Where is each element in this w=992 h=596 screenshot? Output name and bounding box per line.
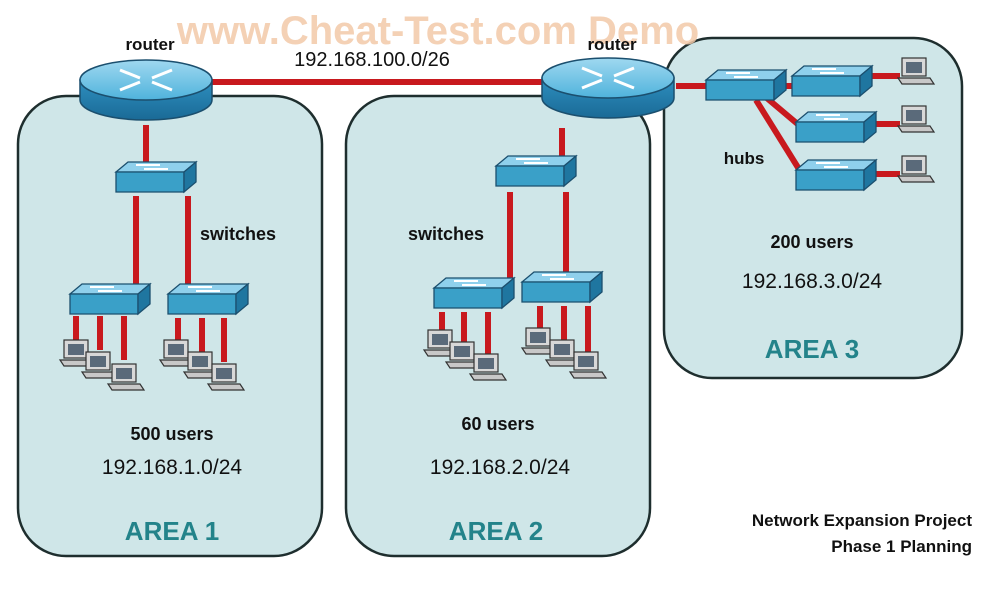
area1-title: AREA 1 bbox=[125, 516, 219, 546]
hub-icon bbox=[795, 111, 877, 143]
area2-box bbox=[344, 94, 652, 558]
switch-icon bbox=[167, 283, 249, 315]
area3-device-label: hubs bbox=[724, 149, 765, 168]
hub-icon bbox=[791, 65, 873, 97]
router-icon bbox=[78, 58, 214, 122]
router-label: router bbox=[587, 35, 637, 54]
hub-icon bbox=[795, 159, 877, 191]
area2-subnet: 192.168.2.0/24 bbox=[430, 456, 570, 479]
switch-icon bbox=[69, 283, 151, 315]
area3-title: AREA 3 bbox=[765, 334, 859, 364]
wan-subnet: 192.168.100.0/26 bbox=[294, 49, 450, 71]
router-label: router bbox=[125, 35, 175, 54]
area2-users: 60 users bbox=[461, 414, 534, 434]
switch-icon bbox=[521, 271, 603, 303]
network-links bbox=[73, 73, 900, 362]
switch-icon bbox=[495, 155, 577, 187]
switch-icon bbox=[115, 161, 197, 193]
watermark: www.Cheat-Test.com Demo bbox=[176, 9, 699, 53]
project-title: Network Expansion Project bbox=[752, 511, 972, 530]
area3-subnet: 192.168.3.0/24 bbox=[742, 270, 882, 293]
area3-users: 200 users bbox=[770, 232, 853, 252]
hub-icon bbox=[705, 69, 787, 101]
project-phase: Phase 1 Planning bbox=[831, 537, 972, 556]
area2-title: AREA 2 bbox=[449, 516, 543, 546]
switch-icon bbox=[433, 277, 515, 309]
area1-users: 500 users bbox=[130, 424, 213, 444]
router-icon bbox=[540, 56, 676, 120]
area1-subnet: 192.168.1.0/24 bbox=[102, 456, 242, 479]
area1-device-label: switches bbox=[200, 224, 276, 244]
area2-device-label: switches bbox=[408, 224, 484, 244]
